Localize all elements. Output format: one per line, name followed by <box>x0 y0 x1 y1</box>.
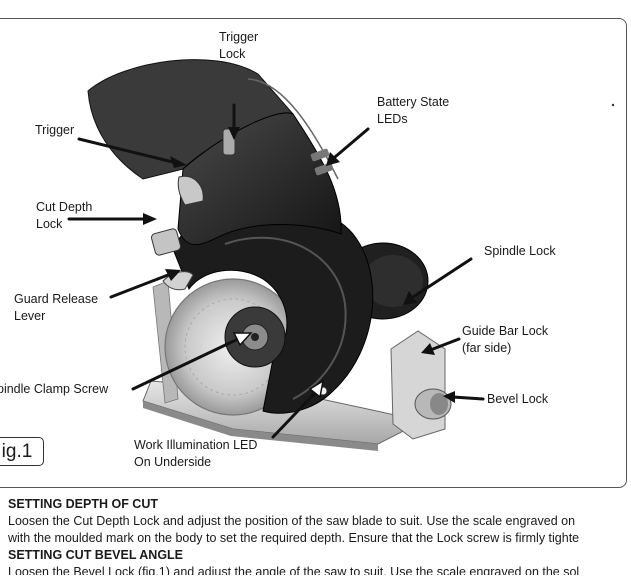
bevel-angle-line-1: Loosen the Bevel Lock (fig.1) and adjust… <box>8 565 580 575</box>
depth-of-cut-line-1: Loosen the Cut Depth Lock and adjust the… <box>8 514 576 528</box>
callout-spindle-lock: Spindle Lock <box>484 244 556 258</box>
callout-guide-bar-lock: Guide Bar Lock (far side) <box>462 324 549 355</box>
depth-of-cut-line-2: with the moulded mark on the body to set… <box>8 531 580 545</box>
instructions-text: SETTING DEPTH OF CUT Loosen the Cut Dept… <box>8 496 579 575</box>
cut-depth-lock-knob <box>150 228 182 256</box>
battery-and-handle <box>87 59 342 246</box>
callout-guard-release-lever: Guard Release Lever <box>14 292 99 323</box>
callout-bevel-lock: Bevel Lock <box>487 392 549 406</box>
figure-label: ig.1 <box>0 437 44 466</box>
figure-panel: Trigger Lock Battery State LEDs Trigger … <box>0 18 627 488</box>
callout-cut-depth-lock: Cut Depth Lock <box>36 200 93 231</box>
callout-arrows <box>67 103 485 439</box>
heading-bevel-angle: SETTING CUT BEVEL ANGLE <box>8 548 184 562</box>
callout-work-illumination-led: Work Illumination LED On Underside <box>134 438 258 469</box>
heading-depth-of-cut: SETTING DEPTH OF CUT <box>8 497 158 511</box>
callout-trigger: Trigger <box>35 123 75 137</box>
callout-spindle-clamp-screw: pindle Clamp Screw <box>0 382 109 396</box>
callout-trigger-lock: Trigger Lock <box>219 30 259 61</box>
circular-saw-illustration <box>67 59 615 451</box>
callout-battery-state-leds: Battery State LEDs <box>377 95 450 126</box>
bevel-knob <box>414 388 452 420</box>
